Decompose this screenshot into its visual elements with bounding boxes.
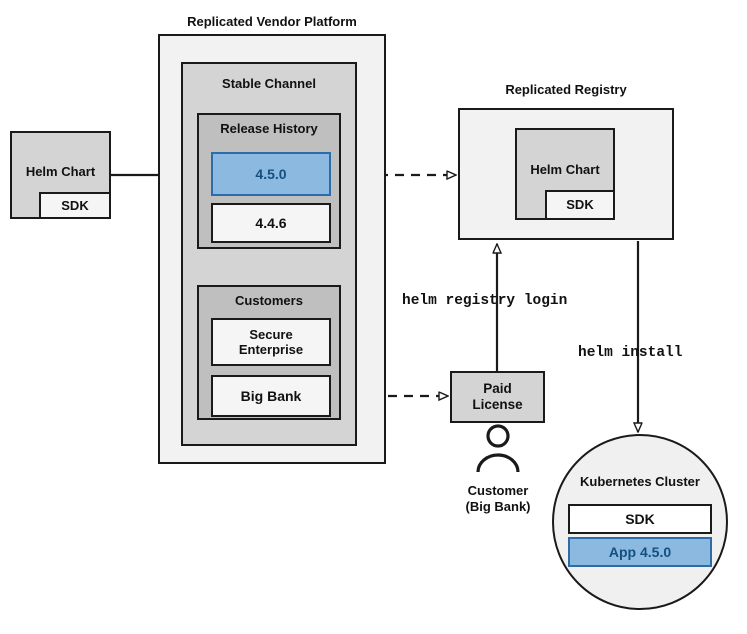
- source-sdk-box: SDK: [39, 192, 111, 219]
- customer-item-big-bank[interactable]: Big Bank: [211, 375, 331, 417]
- release-version-label: 4.5.0: [255, 165, 287, 182]
- registry-sdk-box: SDK: [545, 190, 615, 220]
- release-version-label: 4.4.6: [255, 214, 287, 231]
- registry-title: Replicated Registry: [505, 82, 627, 97]
- paid-license-label: Paid License: [472, 381, 523, 412]
- release-item-4-5-0[interactable]: 4.5.0: [211, 152, 331, 196]
- kubernetes-cluster-label: Kubernetes Cluster: [580, 474, 700, 489]
- customer-name-label: Secure Enterprise: [238, 326, 304, 357]
- cluster-component-app: App 4.5.0: [568, 537, 712, 567]
- customer-item-secure-enterprise[interactable]: Secure Enterprise: [211, 318, 331, 366]
- cluster-component-label: App 4.5.0: [608, 543, 672, 560]
- release-item-4-4-6[interactable]: 4.4.6: [211, 203, 331, 243]
- person-icon: [476, 424, 520, 473]
- registry-helm-chart-label: Helm Chart: [530, 162, 600, 177]
- release-history-label: Release History: [220, 121, 318, 136]
- paid-license-box: Paid License: [450, 371, 545, 423]
- customer-name-label: Big Bank: [240, 387, 302, 404]
- vendor-platform-title: Replicated Vendor Platform: [187, 14, 357, 29]
- cluster-component-label: SDK: [625, 510, 655, 527]
- command-helm-registry-login: helm registry login: [402, 293, 568, 309]
- customers-label: Customers: [235, 293, 303, 308]
- source-sdk-label: SDK: [61, 197, 89, 213]
- source-helm-chart-label: Helm Chart: [25, 164, 96, 179]
- command-helm-install: helm install: [578, 345, 683, 361]
- customer-actor-caption: Customer (Big Bank): [465, 483, 531, 514]
- registry-sdk-label: SDK: [566, 197, 594, 213]
- stable-channel-label: Stable Channel: [222, 76, 316, 91]
- cluster-component-sdk: SDK: [568, 504, 712, 534]
